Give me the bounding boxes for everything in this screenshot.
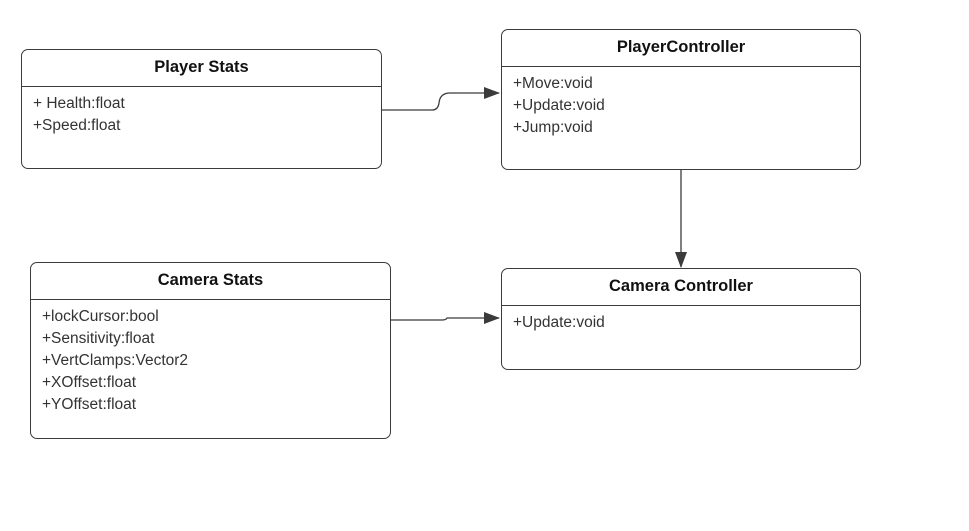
class-member: +Speed:float	[33, 117, 121, 134]
class-member: +VertClamps:Vector2	[42, 352, 189, 369]
class-members: +Update:void	[502, 306, 860, 334]
class-member: +Update:void	[513, 97, 605, 114]
class-member: +lockCursor:bool	[42, 308, 159, 325]
class-title: Camera Stats	[31, 263, 390, 300]
class-members: + Health:float +Speed:float	[22, 87, 381, 137]
class-members: +Move:void +Update:void +Jump:void	[502, 67, 860, 139]
class-member: +XOffset:float	[42, 374, 137, 391]
relation-player-stats-to-player-controller	[382, 87, 500, 111]
class-member: +Update:void	[513, 314, 605, 331]
class-title: Player Stats	[22, 50, 381, 87]
class-title: PlayerController	[502, 30, 860, 67]
class-member: +Sensitivity:float	[42, 330, 155, 347]
class-camera-stats[interactable]: Camera Stats +lockCursor:bool +Sensitivi…	[30, 262, 391, 439]
class-member: + Health:float	[33, 95, 125, 112]
class-members: +lockCursor:bool +Sensitivity:float +Ver…	[31, 300, 390, 416]
class-player-controller[interactable]: PlayerController +Move:void +Update:void…	[501, 29, 861, 170]
class-member: +YOffset:float	[42, 396, 137, 413]
class-title: Camera Controller	[502, 269, 860, 306]
class-member: +Jump:void	[513, 119, 593, 136]
class-camera-controller[interactable]: Camera Controller +Update:void	[501, 268, 861, 370]
class-player-stats[interactable]: Player Stats + Health:float +Speed:float	[21, 49, 382, 169]
relation-camera-stats-to-camera-controller	[391, 312, 500, 324]
class-member: +Move:void	[513, 75, 593, 92]
